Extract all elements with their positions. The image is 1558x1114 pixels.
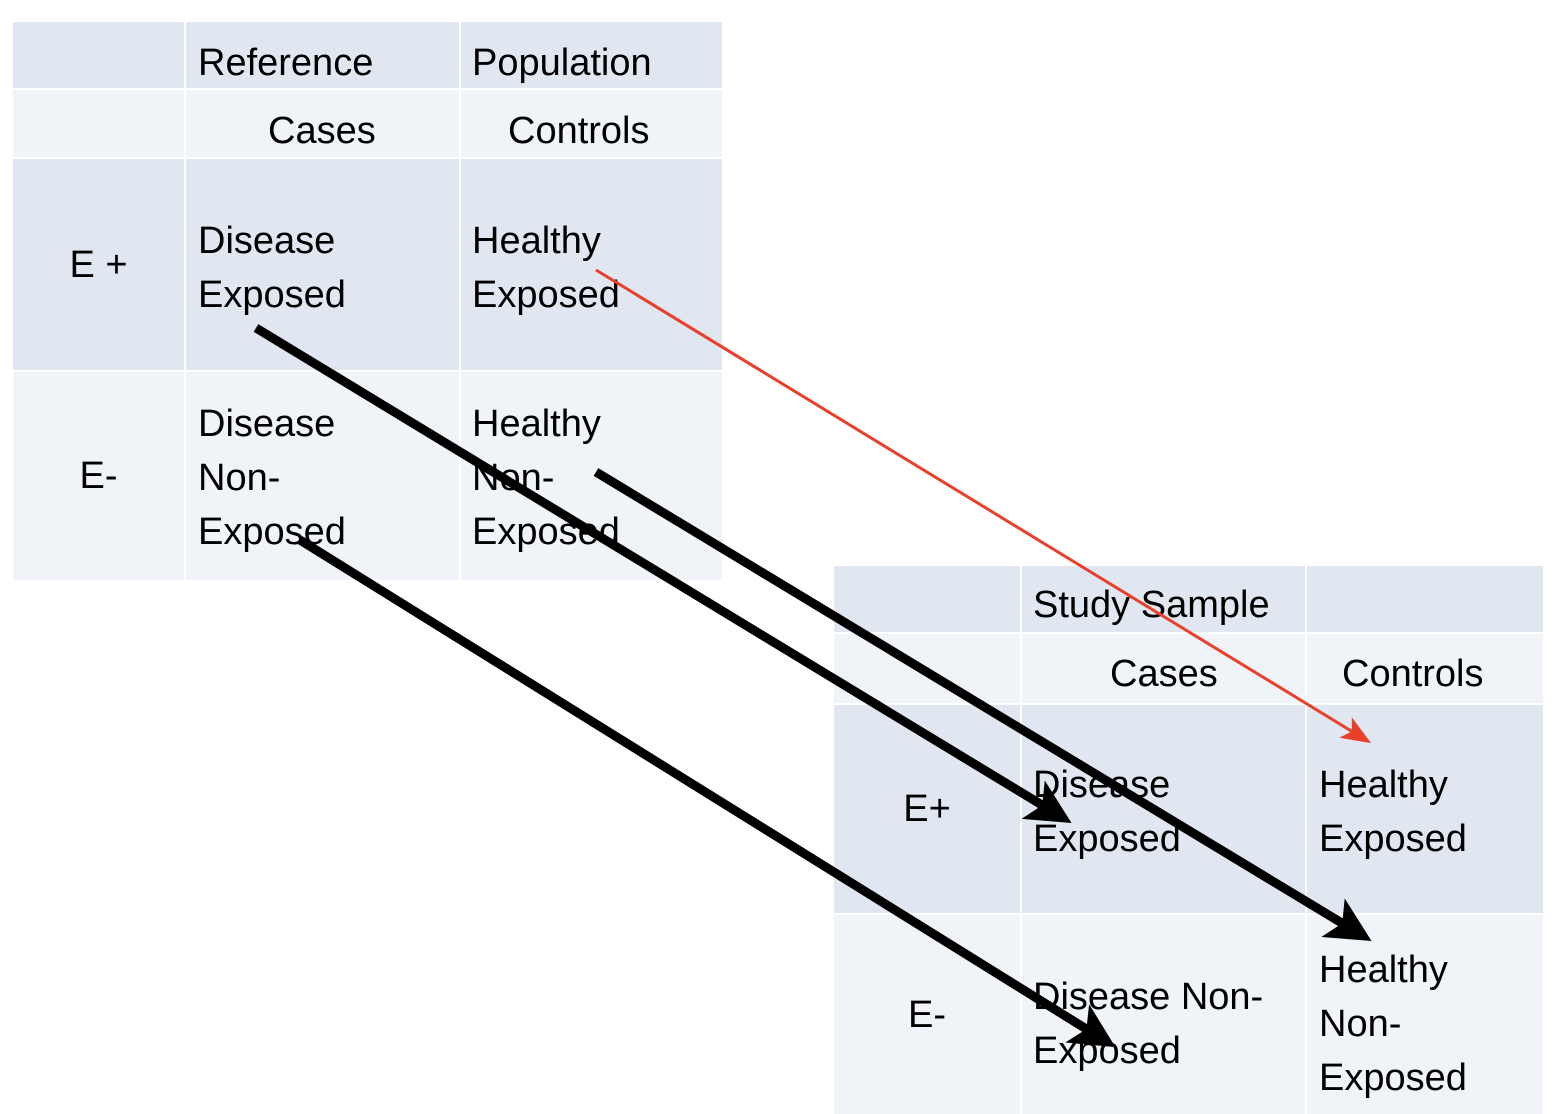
cell-healthy-exposed: Healthy Exposed — [461, 159, 722, 370]
cell-line: Non- — [198, 457, 281, 499]
cell-line: Healthy — [1319, 764, 1448, 806]
cell-line: Healthy — [1319, 949, 1448, 991]
arrow-disease-exposed — [253, 324, 1072, 824]
row-label-nonexposed: E- — [13, 372, 184, 580]
cell-healthy-nonexposed: Healthy Non- Exposed — [1307, 915, 1543, 1114]
cell-line: Disease — [198, 220, 336, 262]
cell-line: Healthy — [472, 220, 601, 262]
cell-disease-nonexposed: Disease Non- Exposed — [186, 372, 459, 580]
cell-line: Non- — [1319, 1003, 1402, 1045]
cell-line: Exposed — [198, 511, 346, 553]
cell-line: Exposed — [1319, 1057, 1467, 1099]
row-label-text: E+ — [903, 788, 951, 830]
corner-cell — [834, 566, 1020, 632]
blank-cell — [13, 90, 184, 157]
row-label-exposed: E + — [13, 159, 184, 370]
row-label-nonexposed: E- — [834, 915, 1020, 1114]
cell-disease-exposed: Disease Exposed — [186, 159, 459, 370]
row-label-text: E + — [69, 243, 128, 286]
subheader-cases: Cases — [1022, 634, 1305, 703]
cell-line: Exposed — [1033, 818, 1181, 860]
row-label-text: E- — [79, 455, 118, 497]
arrow-healthy-exposed-red — [595, 268, 1372, 744]
header-population: Population — [461, 22, 722, 88]
cell-line: Disease — [198, 403, 336, 445]
header-blank — [1307, 566, 1543, 632]
cell-line: Exposed — [1319, 818, 1467, 860]
arrow-healthy-nonexposed — [593, 468, 1372, 941]
arrow-disease-nonexposed — [297, 536, 1116, 1048]
cell-line: Healthy — [472, 403, 601, 445]
cell-disease-nonexposed: Disease Non- Exposed — [1022, 915, 1305, 1114]
cell-healthy-exposed: Healthy Exposed — [1307, 705, 1543, 913]
row-label-text: E- — [908, 993, 946, 1036]
subheader-cases: Cases — [186, 90, 459, 157]
subheader-controls: Controls — [461, 90, 722, 157]
cell-line: Exposed — [472, 274, 620, 316]
corner-cell — [13, 22, 184, 88]
header-study-sample: Study Sample — [1022, 566, 1305, 632]
cell-line: Exposed — [198, 274, 346, 316]
subheader-controls: Controls — [1307, 634, 1543, 703]
header-reference: Reference — [186, 22, 459, 88]
